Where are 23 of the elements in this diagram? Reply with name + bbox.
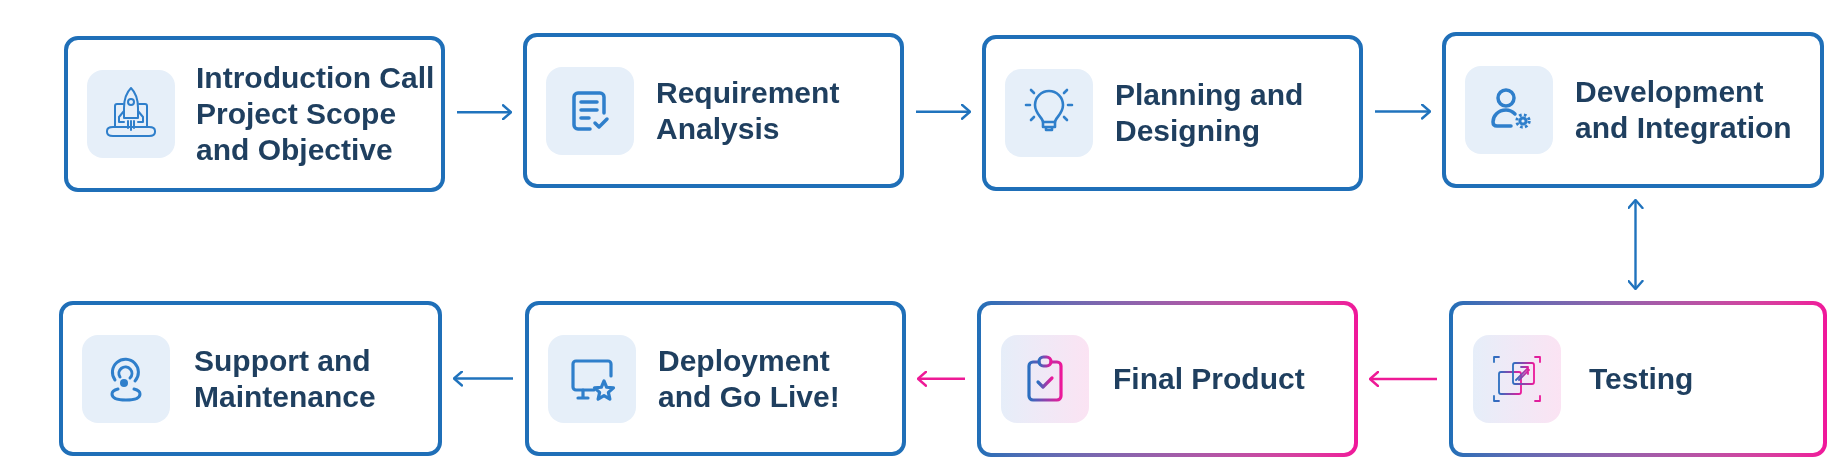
process-box bbox=[1449, 301, 1827, 457]
process-box bbox=[982, 35, 1363, 191]
double-arrow bbox=[1627, 198, 1644, 291]
step-label: Deployment and Go Live! bbox=[658, 342, 841, 415]
step-label: Final Product bbox=[1113, 361, 1305, 397]
step-label: Support and Maintenance bbox=[194, 342, 377, 415]
process-box bbox=[523, 33, 904, 188]
process-box bbox=[59, 301, 442, 456]
process-box bbox=[64, 36, 445, 192]
step-label: Introduction Call Project Scope and Objective bbox=[196, 60, 436, 168]
process-box bbox=[977, 301, 1358, 457]
step-label: Requirement Analysis bbox=[656, 74, 841, 147]
arrow bbox=[457, 104, 513, 121]
step-label: Planning and Designing bbox=[1115, 77, 1305, 149]
process-box bbox=[525, 301, 906, 456]
process-box bbox=[1442, 32, 1824, 188]
arrow bbox=[916, 103, 972, 120]
arrow bbox=[916, 370, 965, 387]
arrow bbox=[1368, 370, 1437, 388]
arrow bbox=[452, 370, 513, 387]
step-label: Testing bbox=[1589, 361, 1694, 397]
step-label: Development and Integration bbox=[1575, 74, 1793, 146]
arrow bbox=[1375, 103, 1432, 120]
